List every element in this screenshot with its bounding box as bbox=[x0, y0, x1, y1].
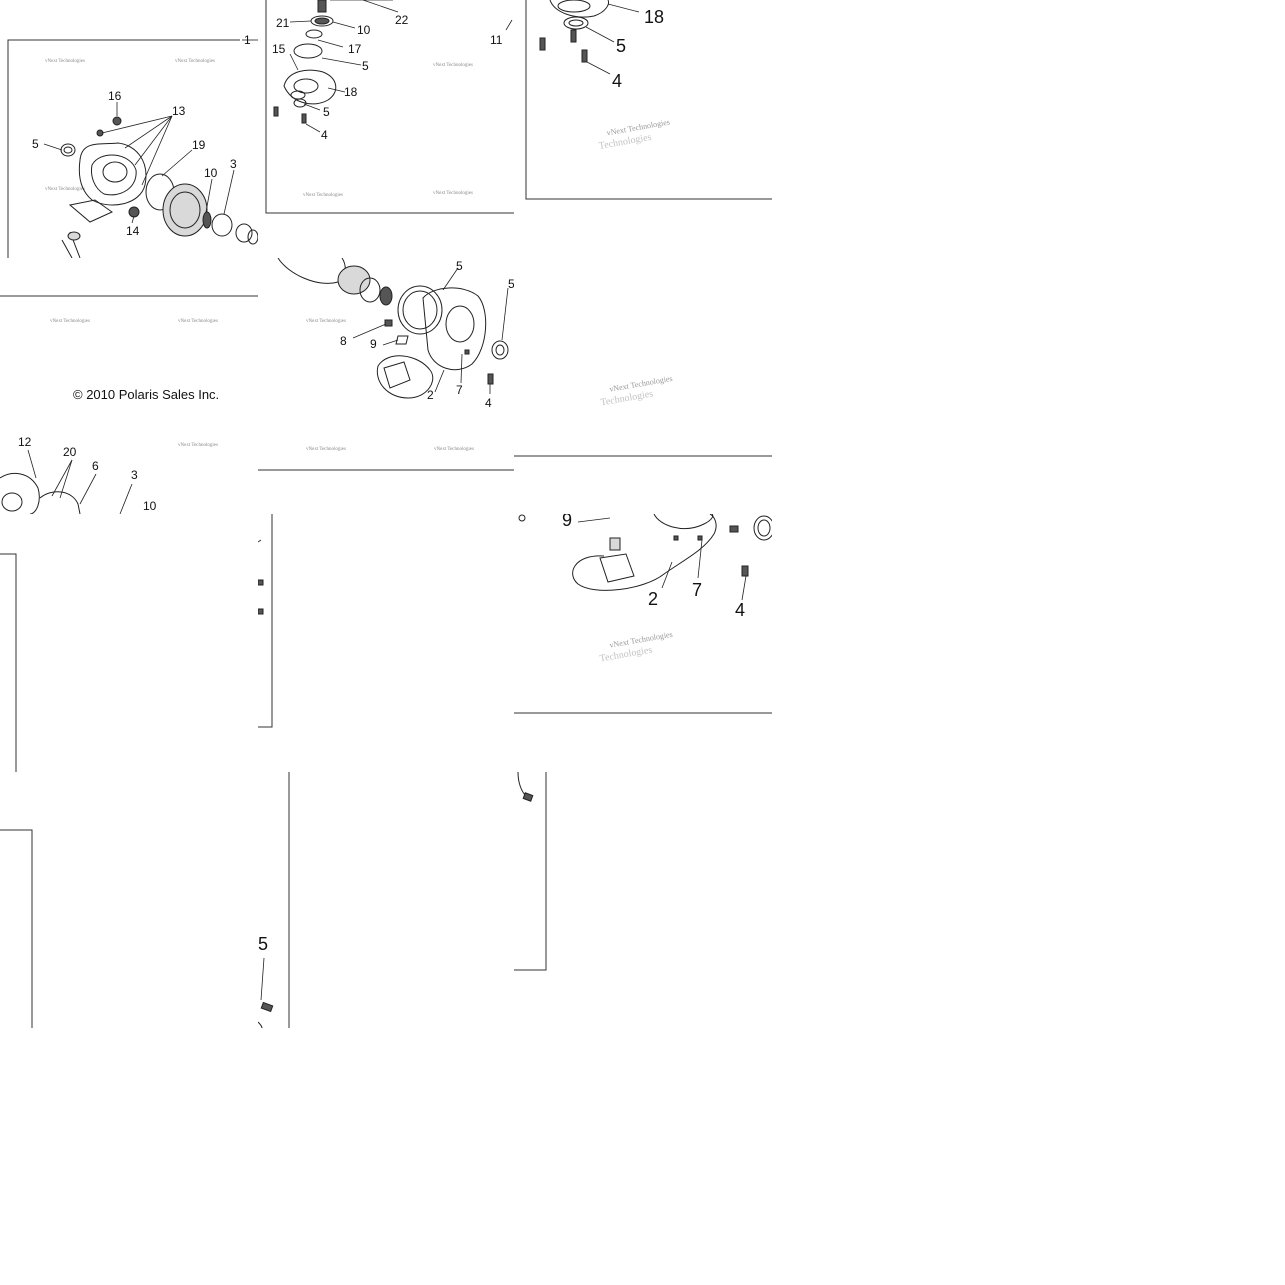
callout-7: 7 bbox=[692, 580, 702, 600]
callout-6: 6 bbox=[92, 459, 99, 473]
callout-2: 2 bbox=[648, 589, 658, 609]
callout-13: 13 bbox=[172, 104, 186, 118]
callout-3: 3 bbox=[131, 468, 138, 482]
watermark: vNext Technologies bbox=[306, 319, 346, 324]
watermark: vNext Technologies bbox=[303, 193, 343, 198]
callout-21: 21 bbox=[276, 16, 290, 30]
callout-19: 19 bbox=[192, 138, 206, 152]
callout-3: 3 bbox=[230, 157, 237, 171]
callout-14: 14 bbox=[126, 224, 140, 238]
diagram-tile-blank-bottom-right bbox=[514, 772, 772, 1028]
callout-11: 11 bbox=[490, 33, 503, 47]
callout-5: 5 bbox=[323, 105, 330, 119]
callout-4: 4 bbox=[612, 71, 622, 91]
callout-4: 4 bbox=[321, 128, 328, 142]
callout-5: 5 bbox=[456, 259, 463, 273]
diagram-tile-fasteners bbox=[258, 514, 514, 772]
callout-22: 22 bbox=[395, 13, 409, 27]
callout-8: 8 bbox=[340, 334, 347, 348]
watermark: vNext Technologies bbox=[434, 447, 474, 452]
callout-16: 16 bbox=[108, 89, 122, 103]
callout-5: 5 bbox=[362, 59, 369, 73]
callout-4: 4 bbox=[485, 396, 492, 410]
watermark: vNext Technologies bbox=[433, 191, 473, 196]
callout-5: 5 bbox=[258, 934, 268, 954]
diagram-tile-blank-right: vNext Technologies Technologies bbox=[514, 258, 772, 514]
callout-12: 12 bbox=[18, 435, 32, 449]
callout-5: 5 bbox=[616, 36, 626, 56]
callout-10: 10 bbox=[143, 499, 157, 513]
diagram-tile-bolt: 5 bbox=[258, 772, 514, 1028]
copyright-notice: © 2010 Polaris Sales Inc. bbox=[73, 387, 219, 402]
callout-20: 20 bbox=[63, 445, 77, 459]
callout-7: 7 bbox=[456, 383, 463, 397]
callout-4: 4 bbox=[735, 600, 745, 620]
callout-9: 9 bbox=[562, 514, 572, 530]
watermark: vNext Technologies bbox=[50, 319, 90, 324]
diagram-tile-gearcase: vNext Technologies vNext Technologies vN… bbox=[258, 258, 514, 514]
callout-10: 10 bbox=[357, 23, 371, 37]
diagram-tile-blank-bottom-left bbox=[0, 772, 258, 1028]
diagram-tile-copyright: vNext Technologies vNext Technologies vN… bbox=[0, 258, 258, 514]
watermark: vNext Technologies bbox=[45, 59, 85, 64]
diagram-tile-bottom-case: 9 2 7 4 vNext Technologies Technologies bbox=[514, 514, 772, 772]
callout-17: 17 bbox=[348, 42, 362, 56]
watermark: vNext Technologies bbox=[178, 443, 218, 448]
watermark: vNext Technologies bbox=[178, 319, 218, 324]
watermark: vNext Technologies bbox=[306, 447, 346, 452]
callout-5: 5 bbox=[32, 137, 39, 151]
callout-15: 15 bbox=[272, 42, 286, 56]
watermark: vNext Technologies bbox=[433, 63, 473, 68]
watermark: Technologies bbox=[600, 388, 654, 408]
diagram-tile-pinion: vNext Technologies vNext Technologies vN… bbox=[258, 0, 514, 258]
callout-18: 18 bbox=[644, 7, 664, 27]
diagram-tile-blank-left bbox=[0, 514, 258, 772]
callout-2: 2 bbox=[427, 388, 434, 402]
diagram-tile-housing: 1 vNext Technologies vNext Technologies … bbox=[0, 0, 258, 258]
callout-1: 1 bbox=[244, 33, 251, 47]
watermark: vNext Technologies bbox=[175, 59, 215, 64]
callout-18: 18 bbox=[344, 85, 358, 99]
callout-10: 10 bbox=[204, 166, 218, 180]
watermark: Technologies bbox=[599, 644, 653, 664]
diagram-tile-cover: 18 5 4 vNext Technologies Technologies bbox=[514, 0, 772, 258]
callout-9: 9 bbox=[370, 337, 377, 351]
watermark: vNext Technologies bbox=[45, 187, 85, 192]
callout-5: 5 bbox=[508, 277, 514, 291]
